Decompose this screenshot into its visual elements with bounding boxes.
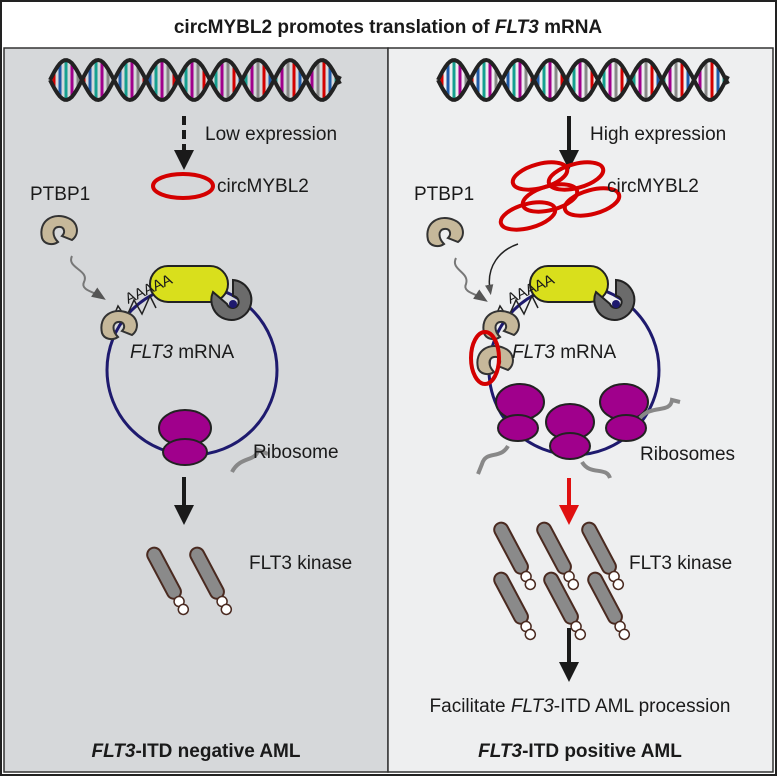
flt3-kinase-label-left: FLT3 kinase (249, 553, 352, 574)
polya-tail-zigzag-left (111, 294, 157, 321)
ribosome-left (158, 409, 212, 466)
ptbp1-label-left: PTBP1 (30, 184, 90, 205)
mrna-cap-yellow-right (529, 265, 609, 303)
outcome-label: Facilitate FLT3-ITD AML procession (430, 696, 731, 717)
high-expression-label: High expression (590, 124, 726, 145)
nascent-peptide-left (230, 447, 269, 474)
ptbp1-binding-arrow-right (453, 257, 488, 302)
ribosome-label-left: Ribosome (253, 442, 339, 463)
eif4e-gray-cap-right (593, 278, 636, 321)
ptbp1-bound-right-1 (482, 310, 520, 341)
circ-binding-arrow-right (484, 243, 519, 296)
flt3-kinase-left (146, 546, 233, 616)
mrna-cap-yellow-left (149, 265, 229, 303)
ribosome-label-right: Ribosomes (640, 444, 735, 465)
nascent-peptides-right (476, 397, 681, 479)
footer-right: FLT3-ITD positive AML (478, 741, 682, 762)
footer-left: FLT3-ITD negative AML (91, 741, 300, 762)
dna-helix-right (436, 57, 730, 103)
dna-helix-left (48, 57, 342, 103)
diagram-title: circMYBL2 promotes translation of FLT3 m… (174, 17, 603, 38)
ptbp1-binding-arrow-left (70, 255, 106, 300)
left-panel (3, 47, 389, 773)
circmybl2-label-left: circMYBL2 (217, 176, 309, 197)
circmybl2-label-right: circMYBL2 (607, 176, 699, 197)
flt3-kinase-right (493, 521, 631, 641)
ptbp1-bound-left (100, 310, 138, 341)
flt3-kinase-label-right: FLT3 kinase (629, 553, 732, 574)
ptbp1-free-right (426, 217, 464, 248)
ribosomes-right (495, 383, 649, 460)
low-expression-label: Low expression (205, 124, 337, 145)
flt3-mrna-label-right: FLT3 mRNA (512, 342, 616, 363)
polya-tail-zigzag-right (493, 294, 539, 321)
eif4e-gray-cap-left (210, 278, 253, 321)
ptbp1-free-left (40, 215, 78, 246)
flt3-mrna-label-left: FLT3 mRNA (130, 342, 234, 363)
circmybl2-bound-ring (469, 330, 501, 386)
circmybl2-ring-left (151, 172, 215, 200)
circmybl2-rings-right (498, 160, 622, 232)
ptbp1-label-right: PTBP1 (414, 184, 474, 205)
